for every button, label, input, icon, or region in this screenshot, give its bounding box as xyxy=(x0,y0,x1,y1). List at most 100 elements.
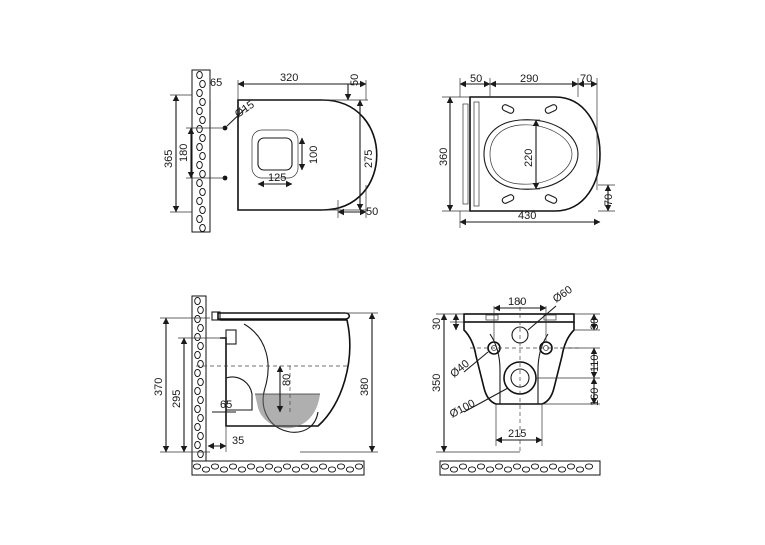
stone-texture xyxy=(219,466,229,473)
stone-texture xyxy=(476,463,486,470)
stone-texture xyxy=(228,463,238,470)
stone-texture xyxy=(196,196,203,206)
stone-texture xyxy=(530,463,540,470)
stone-texture xyxy=(458,463,468,470)
stone-texture xyxy=(539,466,549,473)
stone-texture xyxy=(197,341,204,351)
stone-wall-side-view xyxy=(191,295,365,476)
stone-texture xyxy=(327,466,337,473)
dim-height-outer: 365 xyxy=(163,150,175,168)
dim-inlet-diameter: Ø60 xyxy=(551,284,575,306)
stone-texture xyxy=(201,466,211,473)
top-view: 65 320 50 Ø15 365 180 275 100 125 50 xyxy=(163,69,378,233)
dim-bottom-width: 215 xyxy=(508,428,526,440)
dim-opening-height: 100 xyxy=(308,146,320,164)
side-view: 370 295 380 80 65 35 xyxy=(153,295,378,476)
stone-texture xyxy=(255,466,265,473)
stone-texture xyxy=(199,151,206,161)
water-surface xyxy=(255,394,320,429)
stone-texture xyxy=(440,463,450,470)
stone-texture xyxy=(449,466,459,473)
stone-texture xyxy=(194,314,201,324)
stone-texture xyxy=(199,187,206,197)
stone-texture xyxy=(194,350,201,360)
stone-texture xyxy=(197,413,204,423)
stone-texture xyxy=(199,79,206,89)
dim-seat-width: 360 xyxy=(438,148,450,166)
stone-texture xyxy=(199,223,206,233)
dim-bolt-to-outlet: 110 xyxy=(589,354,601,372)
stone-texture xyxy=(467,466,477,473)
stone-texture xyxy=(521,466,531,473)
stone-texture xyxy=(273,466,283,473)
stone-floor-rear-view xyxy=(439,460,601,476)
dim-outlet-height: 295 xyxy=(171,390,183,408)
dim-outlet-size: 65 xyxy=(220,399,232,411)
stone-texture xyxy=(345,466,355,473)
dim-bowl-height: 380 xyxy=(359,378,371,396)
stone-texture xyxy=(494,463,504,470)
dim-water-depth: 80 xyxy=(281,374,293,386)
stone-texture xyxy=(354,463,364,470)
stone-texture xyxy=(197,431,204,441)
dim-hinge-span: 290 xyxy=(520,73,538,85)
dim-top-right-offset: 30 xyxy=(589,318,601,330)
stone-texture xyxy=(309,466,319,473)
stone-texture xyxy=(557,466,567,473)
rear-view: 180 Ø60 30 30 Ø40 350 110 Ø100 160 215 xyxy=(431,284,601,476)
seat-pad xyxy=(501,194,515,204)
stone-texture xyxy=(196,178,203,188)
stone-texture xyxy=(197,395,204,405)
dim-wall-thickness: 65 xyxy=(210,77,222,89)
stone-texture xyxy=(194,440,201,450)
dim-front-offset: 50 xyxy=(366,206,378,218)
stone-texture xyxy=(194,368,201,378)
stone-texture xyxy=(196,124,203,134)
stone-texture xyxy=(197,449,204,459)
stone-texture xyxy=(197,359,204,369)
stone-texture xyxy=(336,463,346,470)
stone-texture xyxy=(194,422,201,432)
rear-body-outline xyxy=(463,322,575,405)
seat-outline xyxy=(469,96,601,212)
dim-opening-width: 125 xyxy=(268,172,286,184)
stone-texture xyxy=(196,142,203,152)
dim-overall-height: 370 xyxy=(153,378,165,396)
stone-texture xyxy=(291,466,301,473)
stone-texture xyxy=(194,296,201,306)
bowl-profile xyxy=(220,319,351,427)
stone-texture xyxy=(282,463,292,470)
stone-texture xyxy=(584,463,594,470)
dim-hinge-left: 50 xyxy=(470,73,482,85)
stone-texture xyxy=(199,115,206,125)
stone-texture xyxy=(199,205,206,215)
stone-texture xyxy=(512,463,522,470)
dim-rear-offset: 50 xyxy=(349,74,361,86)
stone-texture xyxy=(194,386,201,396)
dim-rear-height: 350 xyxy=(431,374,443,392)
stone-texture xyxy=(264,463,274,470)
stone-texture xyxy=(196,214,203,224)
stone-texture xyxy=(192,463,202,470)
stone-texture xyxy=(194,332,201,342)
stone-texture xyxy=(548,463,558,470)
stone-texture xyxy=(485,466,495,473)
dim-outlet-to-bottom: 160 xyxy=(589,388,601,406)
stone-wall-top-view xyxy=(191,69,211,233)
stone-texture xyxy=(196,88,203,98)
dim-wall-gap: 35 xyxy=(232,435,244,447)
dim-outlet-diameter: Ø100 xyxy=(448,397,477,420)
dim-seat-inner-width: 220 xyxy=(523,149,535,167)
dim-top-left-offset: 30 xyxy=(431,318,443,330)
bowl-opening-top xyxy=(257,137,293,171)
stone-texture xyxy=(197,323,204,333)
seat-pad xyxy=(544,194,558,204)
dim-bolt-spacing: 180 xyxy=(178,144,190,162)
rear-top-plate xyxy=(463,313,575,323)
dim-bolt-span: 180 xyxy=(508,296,526,308)
stone-texture xyxy=(199,97,206,107)
stone-texture xyxy=(237,466,247,473)
dim-bowl-width: 275 xyxy=(363,150,375,168)
seat-pad xyxy=(501,104,515,114)
